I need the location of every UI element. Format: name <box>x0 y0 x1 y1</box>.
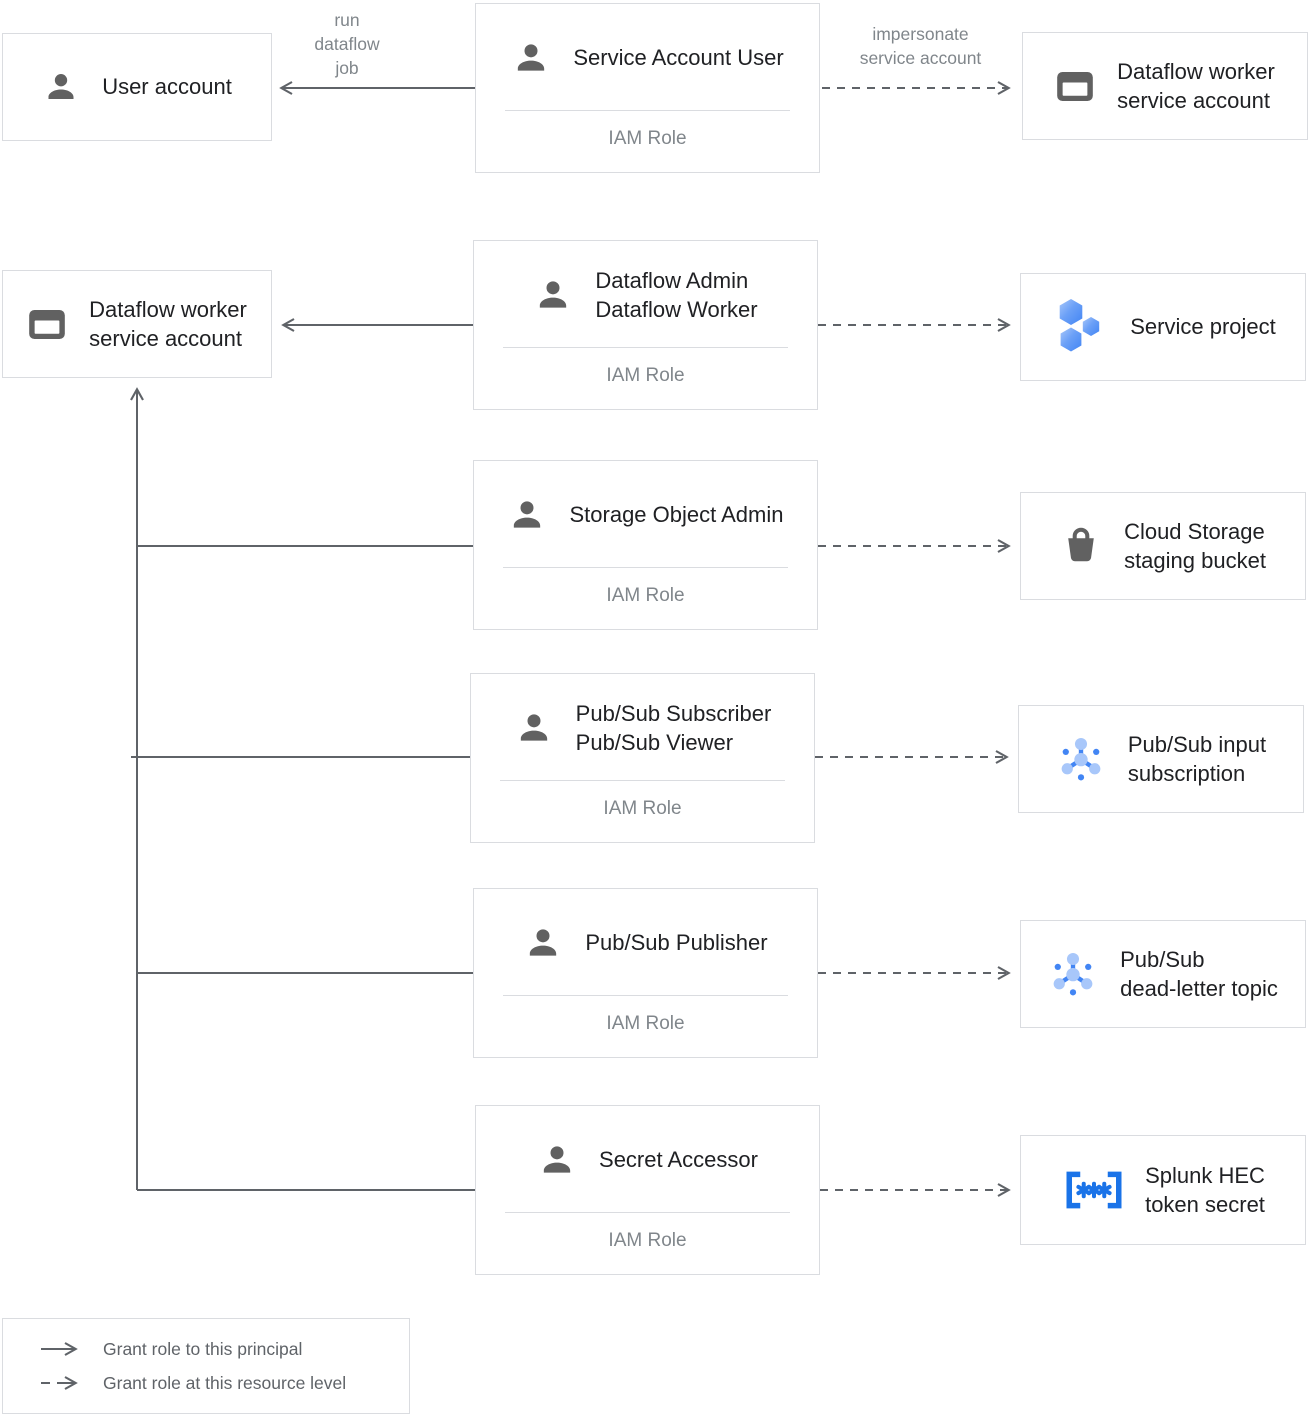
divider <box>503 995 788 996</box>
dashed-arrow-icon <box>41 1376 78 1390</box>
project-icon <box>1059 299 1100 352</box>
node-cloud-storage-staging-bucket: Cloud Storage staging bucket <box>1020 492 1306 600</box>
role-title: Storage Object Admin <box>569 502 784 528</box>
role-title: Secret Accessor <box>599 1147 758 1173</box>
person-icon <box>543 1146 571 1173</box>
node-service-account-user: Service Account User IAM Role <box>475 3 820 173</box>
node-secret-accessor: Secret Accessor IAM Role <box>475 1105 820 1275</box>
iam-role-label: IAM Role <box>606 365 685 386</box>
edge-label-run-dataflow-job: run dataflow job <box>314 10 380 78</box>
iam-role-label: IAM Role <box>606 1013 685 1034</box>
node-pubsub-publisher: Pub/Sub Publisher IAM Role <box>473 888 818 1058</box>
legend-solid-label: Grant role to this principal <box>103 1338 303 1359</box>
service-account-icon <box>29 309 65 339</box>
role-title: Dataflow Admin Dataflow Worker <box>595 267 758 322</box>
pubsub-icon <box>1053 952 1093 996</box>
node-label: Cloud Storage staging bucket <box>1124 518 1266 573</box>
divider <box>500 780 785 781</box>
node-dataflow-worker-service-account-left: Dataflow worker service account <box>2 270 272 378</box>
edge-label-impersonate-service-account: impersonate service account <box>859 24 982 68</box>
node-label: Service project <box>1130 314 1276 340</box>
divider <box>505 110 790 111</box>
iam-role-label: IAM Role <box>606 585 685 606</box>
person-icon <box>540 281 567 308</box>
node-user-account: User account <box>2 33 272 141</box>
solid-arrow-icon <box>41 1342 78 1356</box>
person-icon <box>514 501 541 528</box>
iam-role-label: IAM Role <box>608 128 687 149</box>
pubsub-icon <box>1061 737 1101 781</box>
person-icon <box>530 929 557 956</box>
node-label: User account <box>102 74 232 100</box>
role-title: Pub/Sub Subscriber Pub/Sub Viewer <box>575 700 772 755</box>
node-pubsub-dead-letter-topic: Pub/Sub dead-letter topic <box>1020 920 1306 1028</box>
node-dataflow-admin-worker: Dataflow Admin Dataflow Worker IAM Role <box>473 240 818 410</box>
secret-icon <box>1066 1171 1122 1209</box>
iam-role-label: IAM Role <box>603 798 682 819</box>
legend-row-solid: Grant role to this principal <box>39 1339 409 1360</box>
divider <box>503 567 788 568</box>
node-splunk-hec-token-secret: Splunk HEC token secret <box>1020 1135 1306 1245</box>
legend: Grant role to this principal Grant role … <box>2 1318 410 1414</box>
person-icon <box>520 714 547 741</box>
node-dataflow-worker-service-account-top: Dataflow worker service account <box>1022 32 1308 140</box>
bucket-icon <box>1068 527 1094 562</box>
legend-dashed-label: Grant role at this resource level <box>103 1372 347 1393</box>
node-label: Pub/Sub input subscription <box>1127 731 1267 786</box>
iam-role-label: IAM Role <box>608 1230 687 1251</box>
person-icon <box>518 44 545 71</box>
node-label: Pub/Sub dead-letter topic <box>1120 946 1278 1001</box>
role-title: Pub/Sub Publisher <box>585 930 768 956</box>
legend-row-dashed: Grant role at this resource level <box>39 1373 409 1394</box>
role-title: Service Account User <box>573 45 784 71</box>
node-label: Splunk HEC token secret <box>1145 1162 1265 1217</box>
node-pubsub-input-subscription: Pub/Sub input subscription <box>1018 705 1304 813</box>
node-service-project: Service project <box>1020 273 1306 381</box>
person-icon <box>48 74 74 100</box>
divider <box>505 1212 790 1213</box>
service-account-icon <box>1057 71 1093 101</box>
divider <box>503 347 788 348</box>
node-label: Dataflow worker service account <box>89 296 247 351</box>
node-pubsub-subscriber-viewer: Pub/Sub Subscriber Pub/Sub Viewer IAM Ro… <box>470 673 815 843</box>
node-storage-object-admin: Storage Object Admin IAM Role <box>473 460 818 630</box>
node-label: Dataflow worker service account <box>1117 58 1275 113</box>
